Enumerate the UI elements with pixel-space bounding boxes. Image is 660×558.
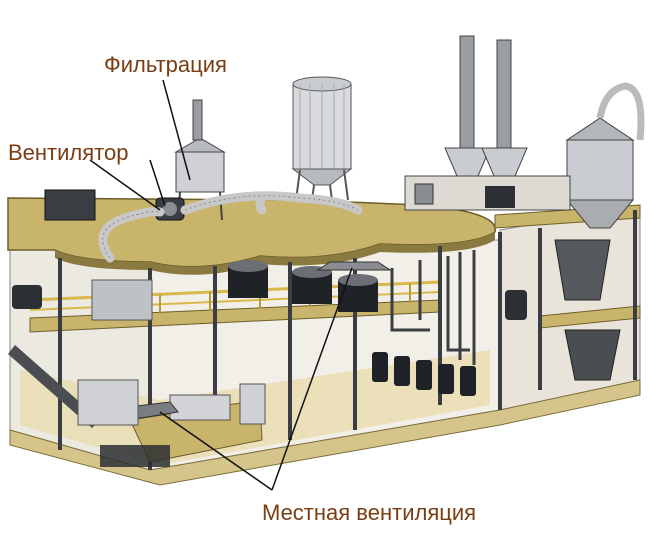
label-local-ventilation: Местная вентиляция	[262, 500, 477, 525]
right-machinery	[505, 239, 621, 381]
storage-silo	[291, 76, 353, 201]
mezzanine-tanks	[228, 260, 378, 312]
exhaust-stacks	[444, 35, 528, 177]
label-pointer-lines	[89, 79, 353, 491]
ground-drums	[372, 352, 476, 396]
ceiling-exhaust-hood	[316, 261, 392, 271]
ground-floor	[9, 379, 641, 486]
left-machinery	[8, 279, 153, 428]
label-fan: Вентилятор	[8, 140, 129, 165]
label-filtration: Фильтрация	[104, 52, 227, 77]
roof-ductwork-highlight	[102, 195, 359, 259]
rooftop-unit	[44, 189, 96, 221]
hopper-silo	[565, 82, 645, 229]
vertical-piping	[390, 250, 476, 365]
ground-press	[77, 379, 266, 426]
right-building-box	[404, 175, 571, 211]
